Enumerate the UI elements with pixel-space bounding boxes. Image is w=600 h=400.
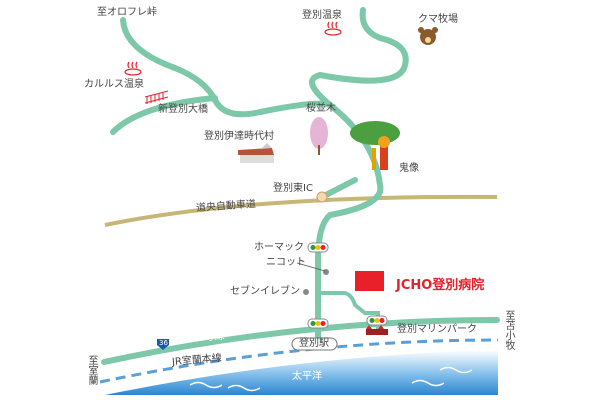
oni-statue-icon <box>350 121 400 170</box>
onsen-icon <box>124 21 342 76</box>
label-bear-park: クマ牧場 <box>418 14 458 25</box>
label-ic: 登別東IC <box>273 183 313 194</box>
sakura-icon <box>310 117 328 155</box>
label-oropure: 至オロフレ峠 <box>97 7 157 18</box>
expressway <box>104 194 498 227</box>
label-marine-park: 登別マリンパーク <box>397 324 477 335</box>
label-seven-eleven: セブンイレブン <box>230 286 300 297</box>
marine-park-icon <box>366 325 388 335</box>
label-route-number: 36 <box>159 339 168 347</box>
bear-icon <box>418 27 438 45</box>
label-ocean: 太平洋 <box>292 371 322 382</box>
route-36-shield-icon <box>157 339 169 350</box>
label-homac: ホーマック <box>254 242 304 253</box>
label-shin-noboribetsu-bridge: 新登別大橋 <box>158 104 208 115</box>
label-hospital: JCHO登別病院 <box>396 278 485 293</box>
bridge-icon <box>144 90 169 104</box>
label-station: 登別駅 <box>299 338 329 349</box>
nicot-marker <box>323 269 329 275</box>
label-sakura: 桜並木 <box>306 103 336 114</box>
label-date-jidaimura: 登別伊達時代村 <box>204 131 274 142</box>
label-to-muroran: 至室蘭 <box>86 355 97 385</box>
hospital-access-road <box>320 291 380 335</box>
station-box <box>291 337 338 351</box>
jr-line <box>99 338 499 384</box>
hospital-marker <box>355 271 384 291</box>
label-oni-statue: 鬼像 <box>399 163 419 174</box>
seven-marker <box>303 289 309 295</box>
label-noboribetsu-onsen: 登別温泉 <box>302 10 342 21</box>
ic-marker <box>316 191 328 203</box>
label-karurusu-onsen: カルルス温泉 <box>84 79 144 90</box>
waves <box>189 366 473 392</box>
traffic-lights <box>307 242 388 329</box>
village-icon <box>238 143 274 163</box>
label-nicot: ニコット <box>266 257 306 268</box>
label-to-tomakomai: 至苫小牧 <box>503 310 514 350</box>
